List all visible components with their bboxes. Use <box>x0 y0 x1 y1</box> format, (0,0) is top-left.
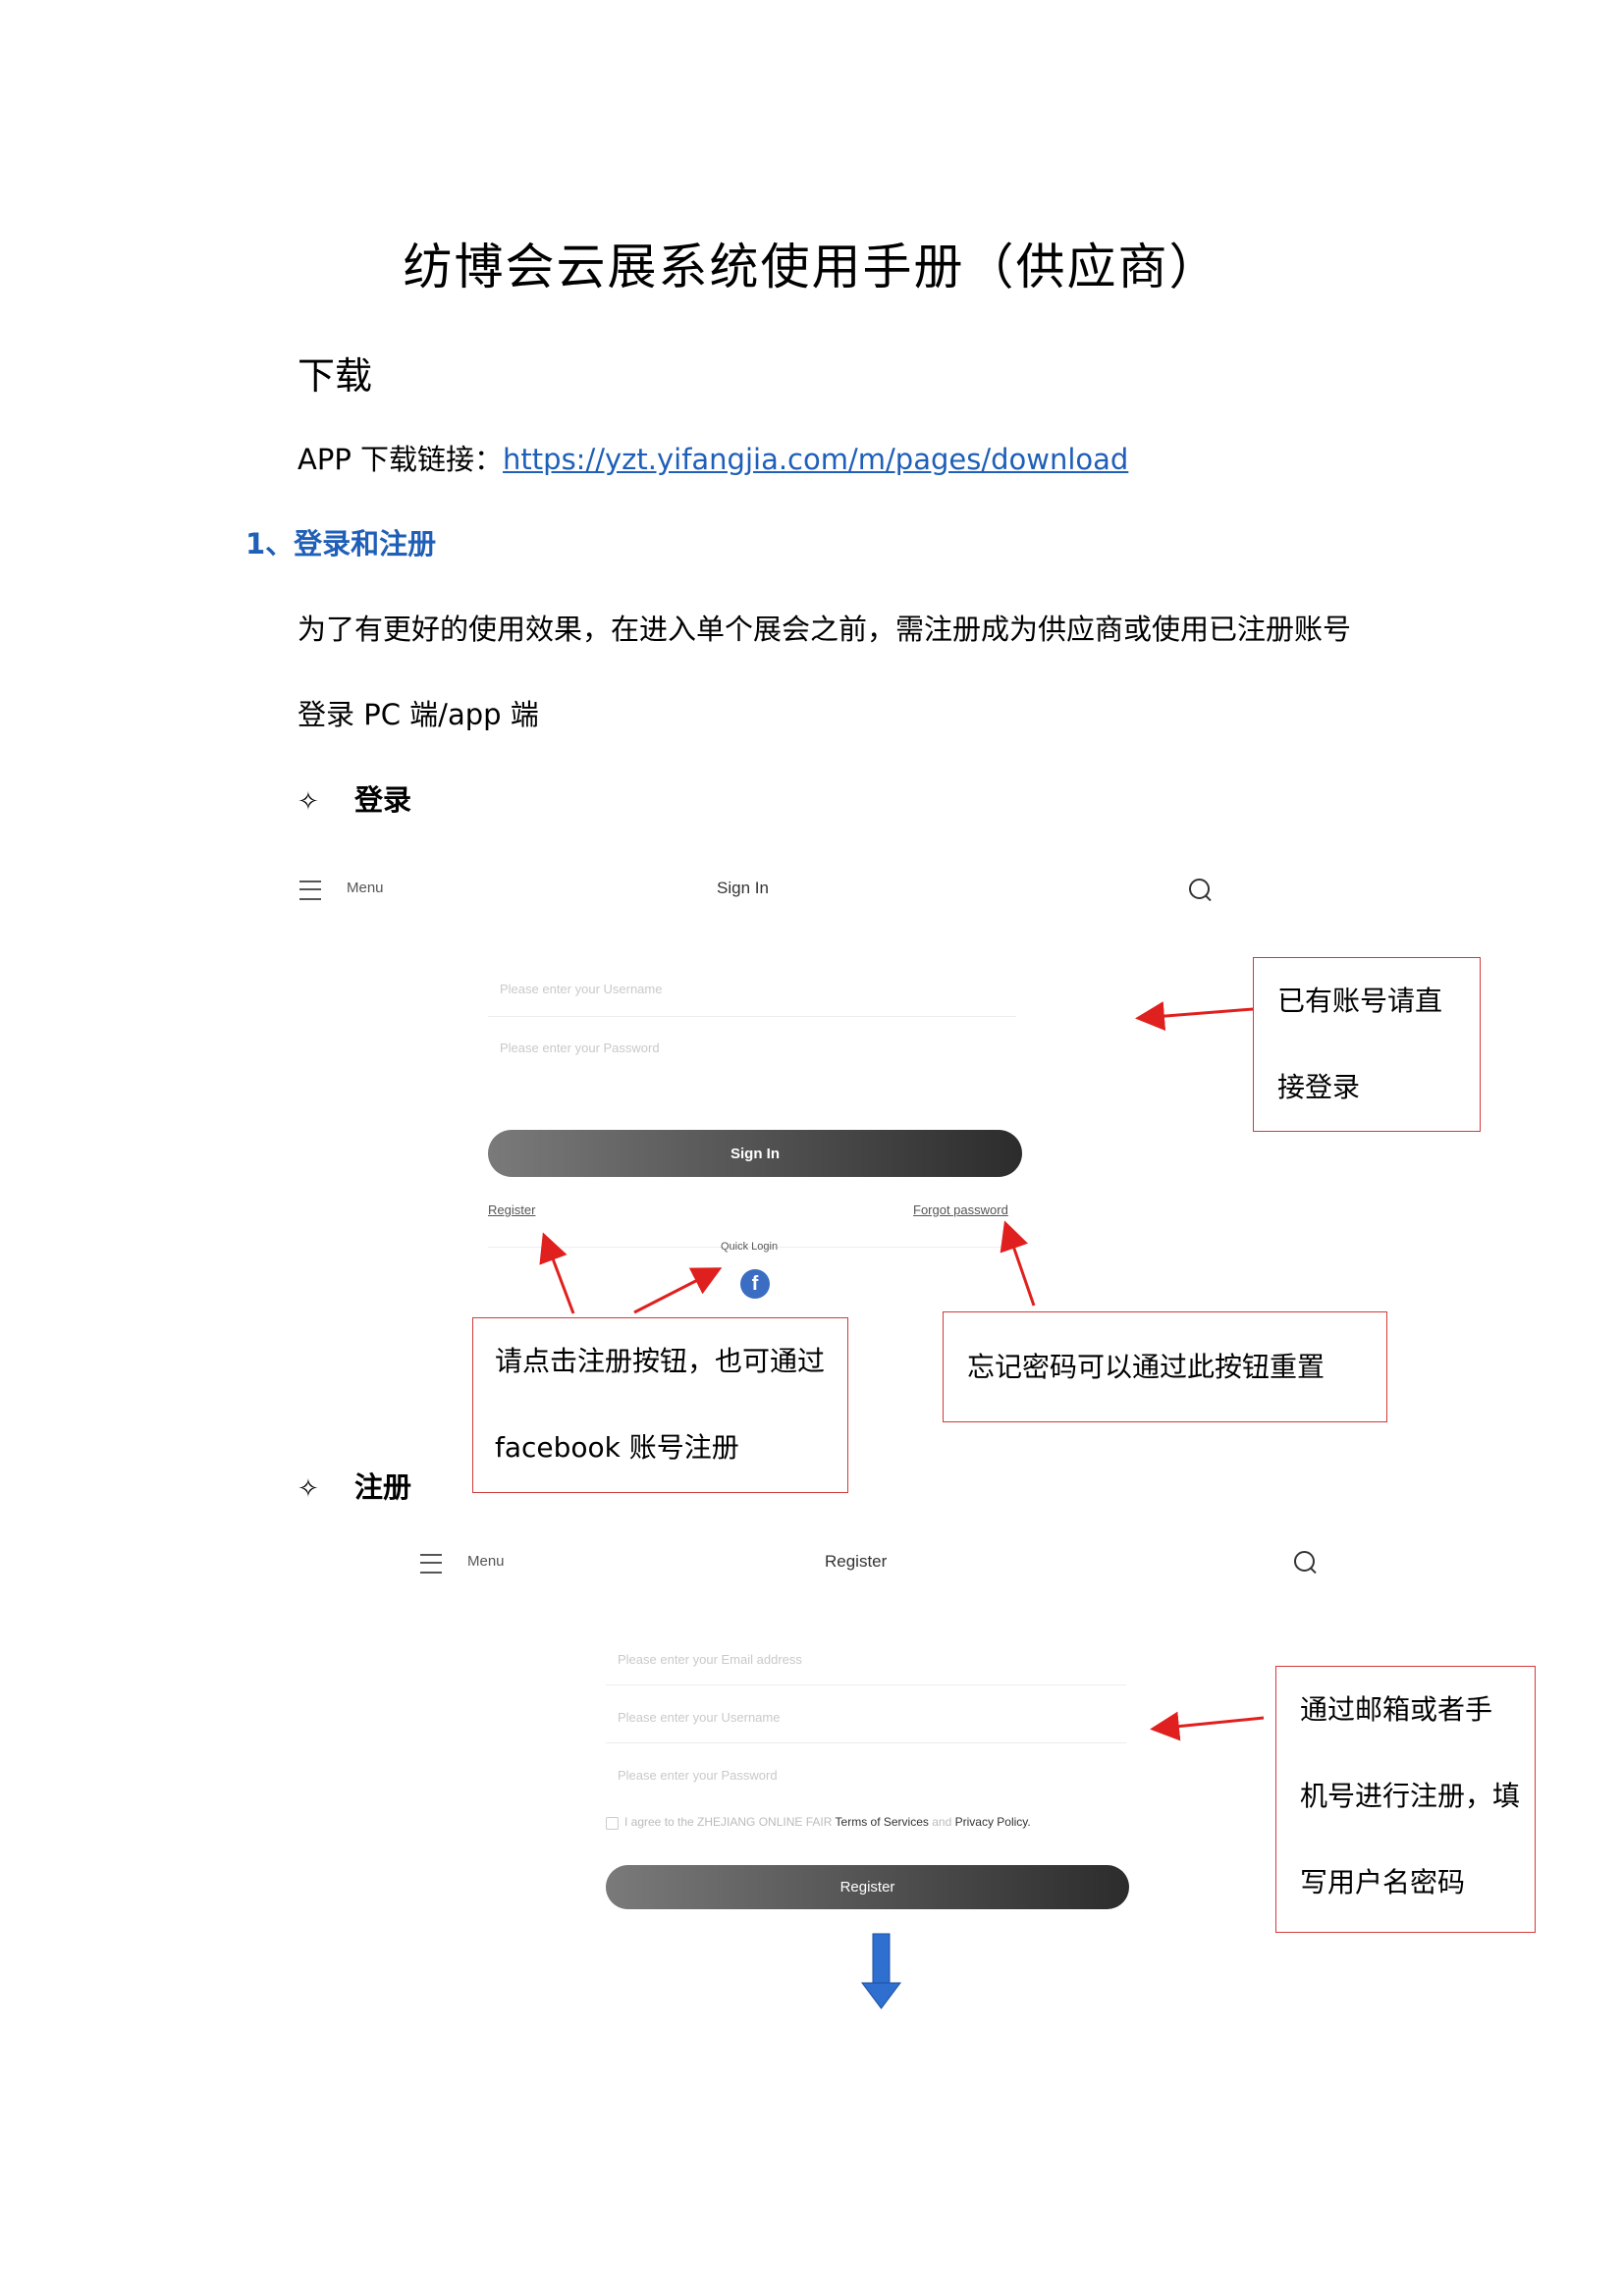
app-download-line: APP 下载链接：https://yzt.yifangjia.com/m/pag… <box>298 437 1128 478</box>
callout-line: 请点击注册按钮，也可通过 <box>495 1345 826 1377</box>
app-download-label: APP 下载链接： <box>298 443 504 476</box>
facebook-login-icon[interactable]: f <box>740 1269 770 1299</box>
callout-line: 忘记密码可以通过此按钮重置 <box>967 1351 1325 1383</box>
callout-line: 写用户名密码 <box>1300 1866 1466 1898</box>
callout-line: 已有账号请直 <box>1277 985 1443 1017</box>
menu-label[interactable]: Menu <box>467 1553 505 1570</box>
arrow-to-facebook <box>633 1267 723 1314</box>
privacy-link[interactable]: Privacy Policy. <box>954 1815 1031 1829</box>
register-button[interactable]: Register <box>606 1865 1129 1909</box>
username-input[interactable]: Please enter your Username <box>606 1710 1126 1743</box>
intro-paragraph-line2: 登录 PC 端/app 端 <box>298 698 539 731</box>
register-screen-title: Register <box>825 1552 888 1571</box>
arrow-to-forgot-password <box>1000 1220 1036 1307</box>
arrow-to-register-link <box>539 1232 575 1314</box>
search-icon[interactable] <box>1294 1551 1315 1572</box>
divider <box>488 1247 1022 1248</box>
document-title: 纺博会云展系统使用手册（供应商） <box>403 239 1220 295</box>
section-heading-login-register: 1、登录和注册 <box>245 527 437 561</box>
agree-text: I agree to the ZHEJIANG ONLINE FAIR <box>624 1815 833 1829</box>
callout-line: 接登录 <box>1277 1071 1361 1103</box>
down-arrow-icon <box>861 1933 901 2009</box>
callout-line: 机号进行注册，填 <box>1300 1780 1521 1812</box>
app-download-link[interactable]: https://yzt.yifangjia.com/m/pages/downlo… <box>503 443 1129 476</box>
password-input[interactable]: Please enter your Password <box>618 1768 778 1783</box>
download-heading: 下载 <box>298 354 373 398</box>
sign-in-screen-title: Sign In <box>717 879 769 897</box>
callout-register-hint: 请点击注册按钮，也可通过 facebook 账号注册 <box>472 1317 848 1493</box>
menu-label[interactable]: Menu <box>347 880 384 896</box>
callout-line: 通过邮箱或者手 <box>1300 1693 1493 1726</box>
callout-forgot-password: 忘记密码可以通过此按钮重置 <box>943 1311 1387 1422</box>
menu-icon[interactable] <box>299 881 321 900</box>
terms-link[interactable]: Terms of Services <box>835 1815 929 1829</box>
register-link[interactable]: Register <box>488 1202 536 1217</box>
sparkle-bullet-icon: ✧ <box>298 787 319 817</box>
bullet-register-label: 注册 <box>354 1470 412 1504</box>
and-text: and <box>932 1815 952 1829</box>
bullet-login-label: 登录 <box>354 783 412 817</box>
forgot-password-link[interactable]: Forgot password <box>913 1202 1008 1217</box>
menu-icon[interactable] <box>420 1554 442 1574</box>
sign-in-button[interactable]: Sign In <box>488 1130 1022 1177</box>
password-input[interactable]: Please enter your Password <box>500 1041 660 1055</box>
callout-register-method: 通过邮箱或者手 机号进行注册，填 写用户名密码 <box>1275 1666 1536 1933</box>
search-icon[interactable] <box>1189 879 1210 899</box>
callout-line: facebook 账号注册 <box>495 1431 739 1464</box>
agree-checkbox[interactable] <box>606 1817 619 1830</box>
arrow-to-register-fields <box>1150 1711 1265 1741</box>
username-input[interactable]: Please enter your Username <box>488 982 1016 1017</box>
bullet-login: ✧ 登录 <box>298 777 411 819</box>
agree-terms-line: I agree to the ZHEJIANG ONLINE FAIR Term… <box>624 1815 1031 1829</box>
bullet-register: ✧ 注册 <box>298 1465 411 1506</box>
quick-login-label: Quick Login <box>721 1241 779 1253</box>
email-input[interactable]: Please enter your Email address <box>606 1652 1126 1685</box>
intro-paragraph-line1: 为了有更好的使用效果，在进入单个展会之前，需注册成为供应商或使用已注册账号 <box>298 613 1352 646</box>
arrow-to-login-fields <box>1135 1001 1254 1032</box>
sparkle-bullet-icon: ✧ <box>298 1474 319 1504</box>
callout-existing-account: 已有账号请直 接登录 <box>1253 957 1481 1132</box>
